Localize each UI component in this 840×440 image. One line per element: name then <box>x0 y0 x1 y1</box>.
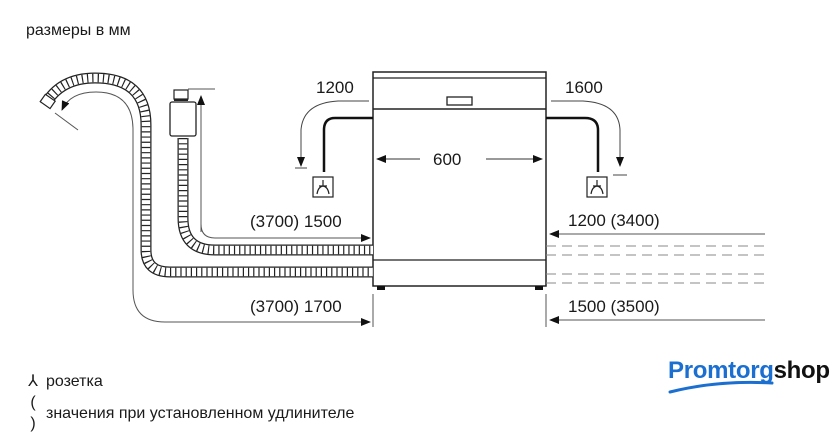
right-hoses: 1200 (3400) 1500 (3500) <box>546 211 765 324</box>
legend-extension-text: значения при установленном удлинителе <box>46 404 355 422</box>
logo-swoosh-icon <box>668 380 774 394</box>
aquastop-valve <box>169 101 197 137</box>
legend-item-extension: ( ) значения при установленном удлинител… <box>26 392 354 434</box>
foot-right <box>535 286 543 290</box>
legend: ⅄ розетка ( ) значения при установленном… <box>26 371 354 434</box>
legend-socket-text: розетка <box>46 373 103 390</box>
units-caption: размеры в мм <box>26 22 131 39</box>
drain-hose: (3700) 1700 <box>39 72 373 326</box>
legend-item-socket: ⅄ розетка <box>26 371 354 392</box>
right-inlet-hose-label: 1200 (3400) <box>568 211 660 230</box>
dishwasher <box>372 71 547 290</box>
left-power-cord: 1200 <box>295 78 373 198</box>
left-drain-hose-label: (3700) 1700 <box>250 297 342 316</box>
socket-icon: ⅄ <box>28 373 38 390</box>
logo-part-promtorg: Promtorg <box>668 357 774 384</box>
left-inlet-hose-label: (3700) 1500 <box>250 212 342 231</box>
control-display <box>446 96 473 106</box>
right-power-cord: 1600 <box>546 78 627 198</box>
width-label: 600 <box>433 150 461 169</box>
parentheses-symbol: ( ) <box>30 394 36 432</box>
logo-part-shop: shop <box>773 357 830 384</box>
inlet-hose: (3700) 1500 <box>169 88 373 256</box>
width-dimension: 600 <box>376 150 543 169</box>
foot-left <box>377 286 385 290</box>
promtorgshop-logo: Promtorgshop <box>668 357 830 385</box>
right-power-cord-label: 1600 <box>565 78 603 97</box>
right-drain-hose-label: 1500 (3500) <box>568 297 660 316</box>
left-power-cord-label: 1200 <box>316 78 354 97</box>
